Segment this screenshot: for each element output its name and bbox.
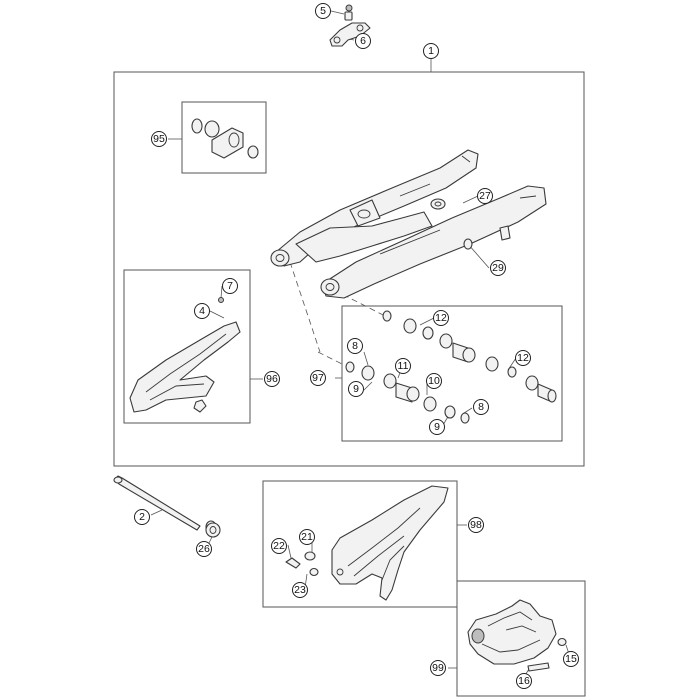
svg-text:99: 99: [432, 662, 444, 674]
svg-text:12: 12: [517, 352, 529, 364]
svg-text:27: 27: [479, 190, 491, 202]
svg-text:23: 23: [294, 584, 306, 596]
callout-16[interactable]: 16: [516, 673, 532, 689]
svg-text:2: 2: [139, 511, 145, 523]
chain-guard: [331, 485, 449, 601]
svg-text:9: 9: [434, 421, 440, 433]
callout-97[interactable]: 97: [310, 370, 326, 386]
callout-8-upper[interactable]: 8: [347, 338, 363, 354]
chain-slider: [129, 297, 241, 413]
axle-nut: [205, 520, 221, 538]
callout-4[interactable]: 4: [194, 303, 210, 319]
callout-99[interactable]: 99: [430, 660, 446, 676]
box-kit-97: [341, 305, 563, 442]
svg-text:9: 9: [353, 383, 359, 395]
svg-text:98: 98: [470, 519, 482, 531]
guard-fasteners: [285, 551, 319, 577]
svg-text:12: 12: [435, 312, 447, 324]
svg-text:26: 26: [198, 543, 210, 555]
bearing-spacer-set: [345, 310, 557, 424]
callout-1[interactable]: 1: [423, 43, 439, 59]
svg-text:10: 10: [428, 375, 440, 387]
callout-2[interactable]: 2: [134, 509, 150, 525]
callout-21[interactable]: 21: [299, 529, 315, 545]
callout-98[interactable]: 98: [468, 517, 484, 533]
svg-text:95: 95: [153, 133, 165, 145]
bracket-part: [329, 4, 371, 47]
box-kit-96: [123, 269, 251, 424]
callout-6[interactable]: 6: [355, 33, 371, 49]
svg-text:97: 97: [312, 372, 324, 384]
callout-26[interactable]: 26: [196, 541, 212, 557]
callout-5[interactable]: 5: [315, 3, 331, 19]
box-kit-99: [456, 580, 586, 697]
axle-alignment-lines: [289, 261, 386, 365]
callout-12-upper[interactable]: 12: [433, 310, 449, 326]
callout-9-lower[interactable]: 9: [429, 419, 445, 435]
svg-text:4: 4: [199, 305, 205, 317]
bushing-kit: [191, 118, 259, 159]
chain-guide: [467, 599, 567, 672]
callout-95[interactable]: 95: [151, 131, 167, 147]
callout-23[interactable]: 23: [292, 582, 308, 598]
callout-11[interactable]: 11: [395, 358, 411, 374]
callout-10[interactable]: 10: [426, 373, 442, 389]
callout-9-upper[interactable]: 9: [348, 381, 364, 397]
svg-text:15: 15: [565, 653, 577, 665]
svg-text:96: 96: [266, 373, 278, 385]
svg-text:6: 6: [360, 35, 366, 47]
callout-7[interactable]: 7: [222, 278, 238, 294]
svg-text:7: 7: [227, 280, 233, 292]
ring-part: [430, 198, 446, 210]
svg-text:21: 21: [301, 531, 313, 543]
svg-text:11: 11: [398, 360, 409, 372]
pivot-axle: [113, 475, 201, 531]
box-swingarm-assembly: [113, 71, 585, 467]
svg-text:8: 8: [352, 340, 358, 352]
svg-text:22: 22: [273, 540, 285, 552]
callout-96[interactable]: 96: [264, 371, 280, 387]
box-kit-98: [262, 480, 458, 608]
callout-15[interactable]: 15: [563, 651, 579, 667]
callout-12-right[interactable]: 12: [515, 350, 531, 366]
svg-text:8: 8: [478, 401, 484, 413]
svg-text:1: 1: [428, 45, 434, 57]
svg-text:29: 29: [492, 262, 504, 274]
svg-text:5: 5: [320, 5, 326, 17]
svg-text:16: 16: [518, 675, 530, 687]
callout-22[interactable]: 22: [271, 538, 287, 554]
swingarm: [270, 149, 547, 299]
callout-8-lower[interactable]: 8: [473, 399, 489, 415]
callout-27[interactable]: 27: [477, 188, 493, 204]
callout-29[interactable]: 29: [490, 260, 506, 276]
box-kit-95: [181, 101, 267, 174]
